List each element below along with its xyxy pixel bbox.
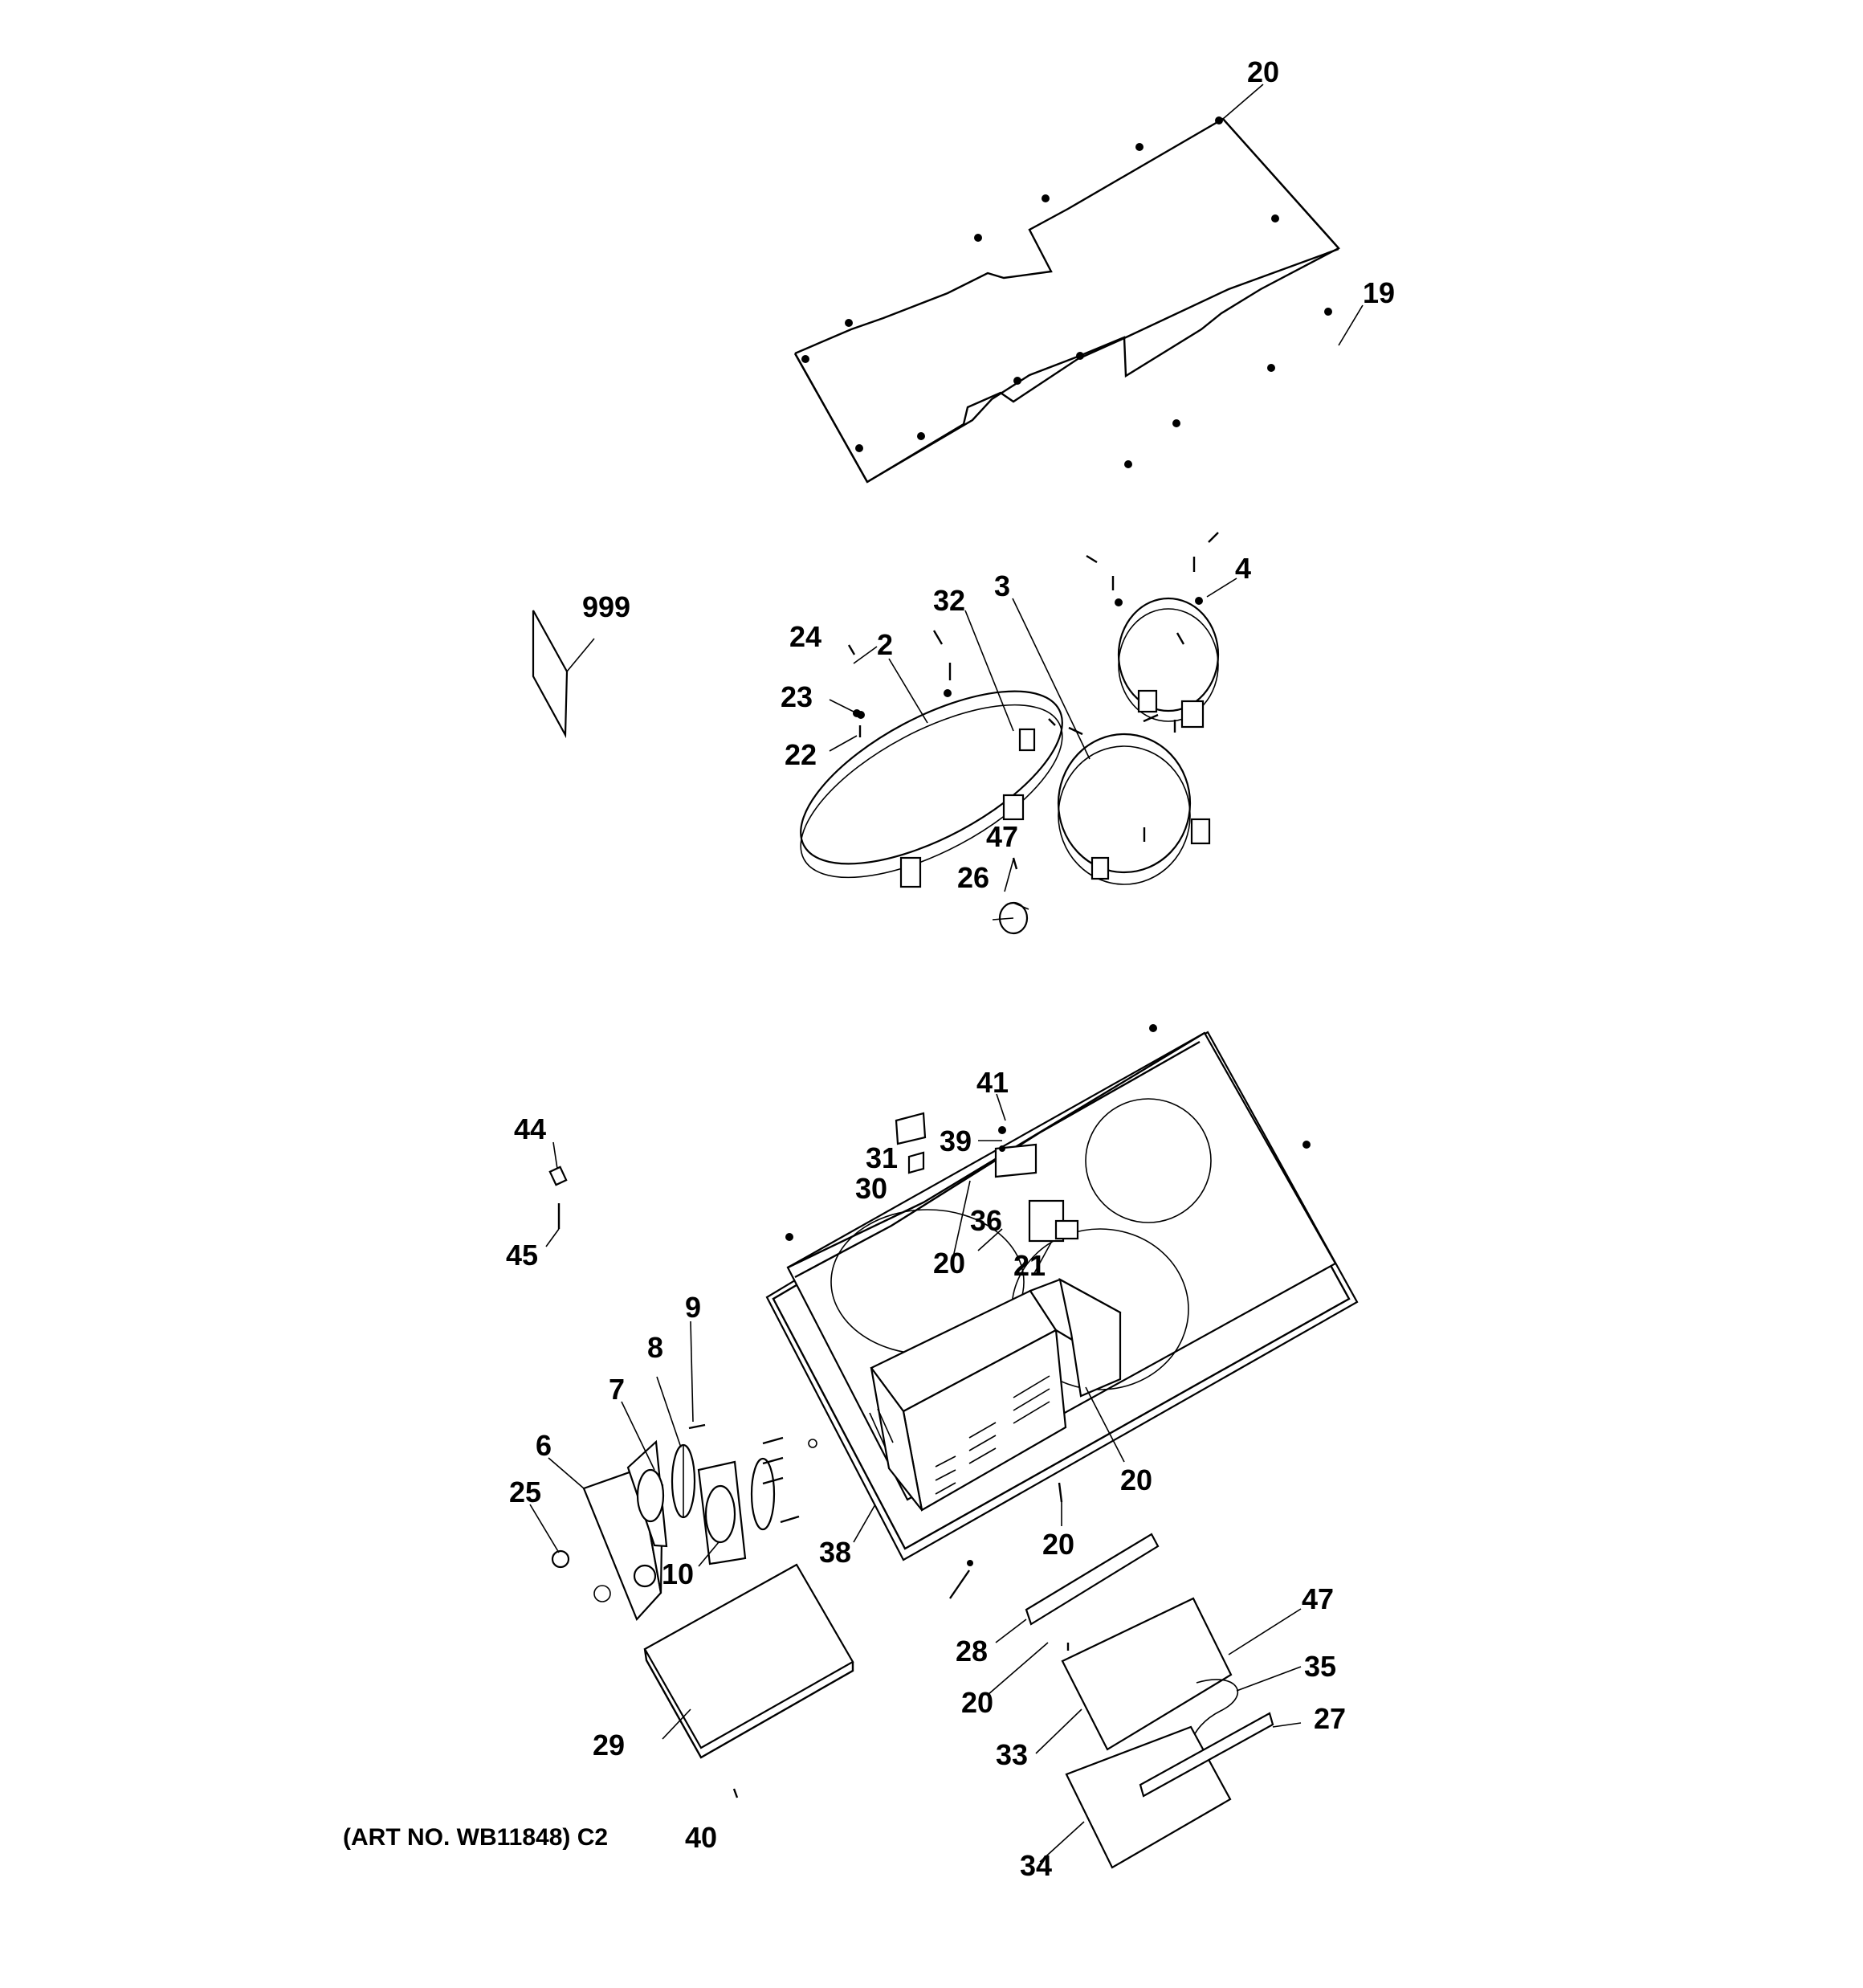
fan-screws	[551, 1423, 817, 1569]
callout-2: 2	[877, 628, 893, 661]
fan-part-10	[697, 1457, 776, 1565]
bracket-part-28	[1025, 1533, 1160, 1626]
callout-47-low: 47	[1302, 1582, 1334, 1615]
oval-element-part-2	[800, 690, 1063, 888]
callout-35: 35	[1304, 1650, 1336, 1683]
callout-25: 25	[509, 1476, 541, 1508]
callout-24: 24	[789, 620, 821, 653]
relay-part-31	[895, 1112, 927, 1174]
callout-44: 44	[514, 1112, 546, 1145]
callout-9: 9	[685, 1291, 701, 1324]
manual-part-999	[532, 610, 595, 739]
fan-grille-part-8	[671, 1443, 696, 1519]
callout-999: 999	[582, 590, 630, 623]
callout-39: 39	[940, 1125, 972, 1157]
callout-20-top: 20	[1247, 55, 1279, 88]
callout-21: 21	[1013, 1249, 1046, 1282]
callout-34: 34	[1020, 1849, 1052, 1882]
leader-lines	[529, 84, 1364, 1863]
chassis-louvers	[869, 1375, 1050, 1495]
callout-22: 22	[785, 738, 817, 771]
cover-screws	[801, 116, 1332, 468]
small-element-part-4	[1117, 597, 1220, 729]
callout-33: 33	[996, 1738, 1028, 1771]
callout-32: 32	[933, 584, 965, 617]
callout-41: 41	[976, 1066, 1009, 1099]
callout-20-b: 20	[1120, 1463, 1152, 1496]
callout-labels: 20 19 999 24 2 32 3 4 23 22 47 26 41 39 …	[506, 55, 1395, 1882]
chassis-tray-part-38	[765, 1031, 1359, 1561]
callout-45: 45	[506, 1239, 538, 1272]
art-number: (ART NO. WB11848) C2	[343, 1824, 608, 1851]
callout-31: 31	[866, 1141, 898, 1174]
clip-part-44	[548, 1165, 568, 1229]
element-screws	[857, 532, 1219, 842]
connector-part-26	[998, 901, 1029, 935]
callout-27: 27	[1314, 1702, 1346, 1735]
callout-26: 26	[957, 861, 989, 894]
cover-plate-part-19	[793, 117, 1340, 484]
callout-20-c: 20	[1042, 1528, 1074, 1561]
callout-36: 36	[970, 1204, 1002, 1237]
round-element-part-3	[1057, 733, 1211, 885]
chassis-dots	[785, 1024, 1311, 1241]
callout-28: 28	[956, 1635, 988, 1668]
callout-8: 8	[647, 1331, 663, 1364]
callout-47-mid: 47	[986, 820, 1018, 853]
callout-20-a: 20	[933, 1247, 965, 1280]
callout-3: 3	[994, 569, 1010, 602]
callout-40: 40	[685, 1821, 717, 1854]
callout-20-d: 20	[961, 1686, 993, 1719]
fan-part-7	[626, 1439, 668, 1548]
callout-19: 19	[1363, 276, 1395, 309]
callout-38: 38	[819, 1536, 851, 1569]
callout-10: 10	[662, 1557, 694, 1590]
bottom-panel-part-29	[643, 1563, 854, 1759]
callout-29: 29	[593, 1729, 625, 1761]
callout-30: 30	[855, 1172, 887, 1205]
callout-4: 4	[1235, 552, 1251, 585]
callout-23: 23	[781, 680, 813, 713]
small-hardware	[732, 1482, 1070, 1798]
callout-7: 7	[609, 1373, 625, 1406]
touch-board-part-34	[1065, 1712, 1274, 1869]
callout-6: 6	[536, 1429, 552, 1462]
